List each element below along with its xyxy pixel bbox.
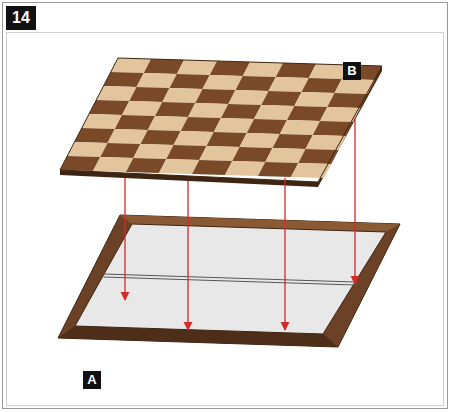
placement-arrows bbox=[125, 118, 355, 330]
step-number: 14 bbox=[6, 6, 36, 30]
board-square bbox=[320, 107, 360, 122]
frame-a bbox=[58, 215, 400, 347]
panel-border bbox=[3, 3, 448, 409]
board-square bbox=[335, 79, 375, 94]
part-letter: B bbox=[343, 62, 361, 80]
board-square bbox=[327, 93, 367, 108]
board-square bbox=[291, 163, 331, 178]
board-outline bbox=[60, 58, 382, 182]
inner-border bbox=[7, 33, 444, 406]
part-letter: A bbox=[83, 371, 101, 389]
